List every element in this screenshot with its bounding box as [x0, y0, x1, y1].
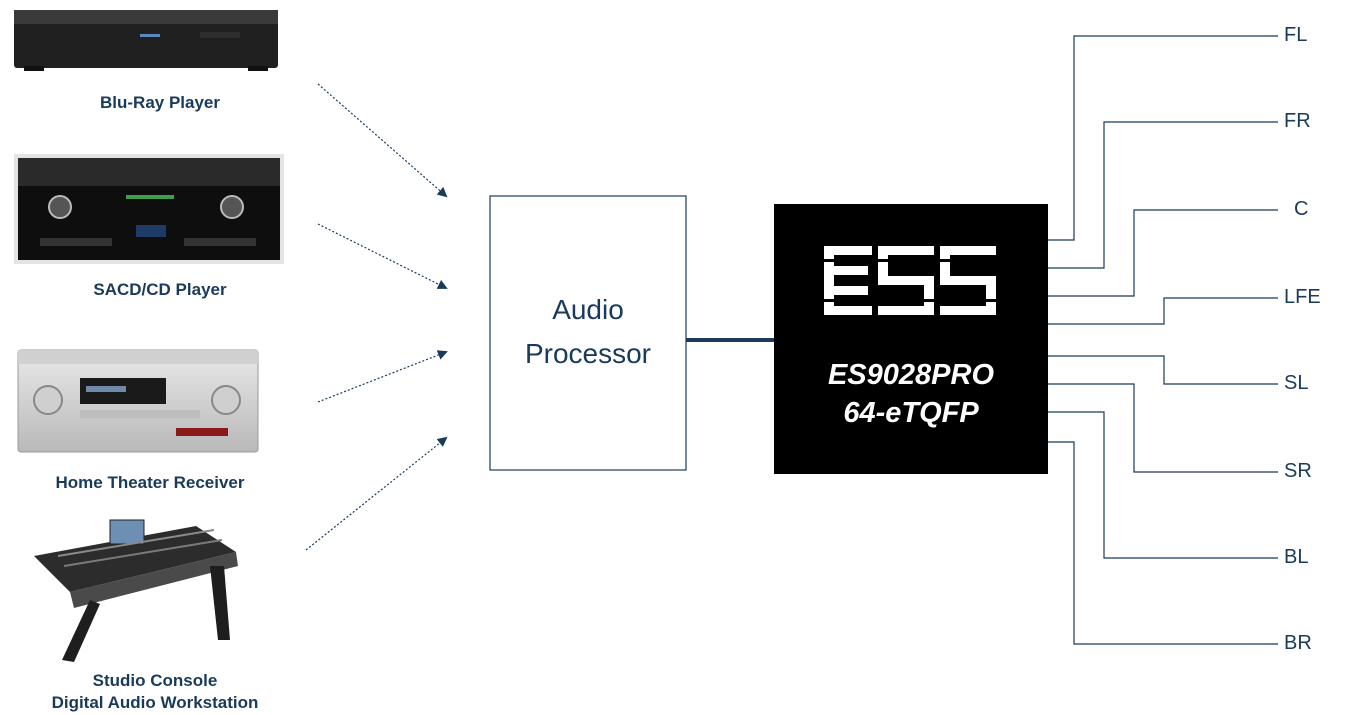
arrow-sacd	[317, 223, 448, 289]
home-theater-receiver-icon	[17, 349, 259, 453]
audio-processor-box	[489, 195, 687, 471]
source-label-sacd: SACD/CD Player	[93, 280, 227, 299]
source-label-receiver: Home Theater Receiver	[55, 473, 245, 492]
output-label-fr: FR	[1284, 110, 1311, 132]
wire-sr	[1048, 383, 1278, 473]
output-label-fl: FL	[1284, 24, 1308, 46]
arrow-console	[305, 436, 448, 551]
es9028pro-chip	[774, 204, 1048, 474]
output-label-c: C	[1294, 198, 1309, 220]
source-label-blu-ray: Blu-Ray Player	[100, 93, 220, 112]
wire-fr	[1048, 121, 1278, 269]
ess-logo	[824, 246, 996, 315]
chip-label: ES9028PRO 64-eTQFP	[774, 356, 1048, 432]
chip-label-line1: ES9028PRO	[827, 359, 995, 391]
wire-sl	[1048, 355, 1278, 385]
processor-label: Audio Processor	[490, 288, 686, 376]
output-label-sr: SR	[1284, 460, 1312, 482]
processor-label-line1: Audio	[552, 294, 624, 325]
wire-br	[1048, 441, 1278, 645]
source-label-console: Studio Console Digital Audio Workstation	[0, 670, 310, 714]
source-label-console-line2: Digital Audio Workstation	[51, 693, 259, 712]
wire-bl	[1048, 411, 1278, 559]
wire-lfe	[1048, 297, 1278, 325]
wire-c	[1048, 209, 1278, 297]
studio-console-icon	[34, 519, 238, 662]
chip-label-line2: 64-eTQFP	[843, 397, 979, 429]
arrow-blu-ray	[317, 83, 448, 198]
processor-label-line2: Processor	[524, 338, 652, 369]
output-wiring	[1048, 35, 1278, 645]
output-label-lfe: LFE	[1284, 286, 1321, 308]
sacd-cd-player-icon	[14, 154, 284, 264]
blu-ray-player-icon	[14, 10, 278, 71]
output-label-br: BR	[1284, 632, 1312, 654]
wire-fl	[1048, 35, 1278, 241]
output-label-sl: SL	[1284, 372, 1309, 394]
arrow-receiver	[317, 350, 448, 403]
output-label-bl: BL	[1284, 546, 1309, 568]
source-label-console-line1: Studio Console	[92, 671, 218, 690]
